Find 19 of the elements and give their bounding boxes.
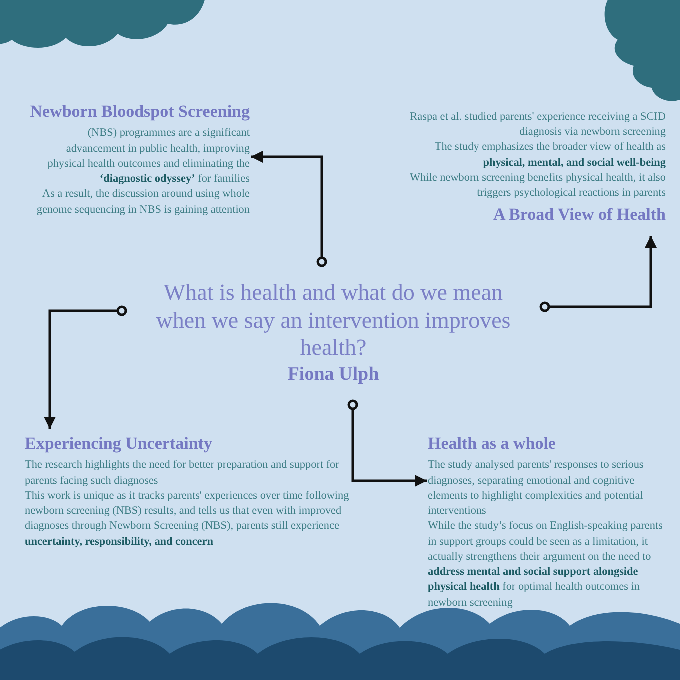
- paragraph: As a result, the discussion around using whole genome sequencing in NBS is gaining attention: [36, 187, 250, 218]
- paragraph: (NBS) programmes are a significant advancement in public health, improving physical health outcomes and eliminating the ‘diagnostic odyssey’ for families: [46, 126, 250, 188]
- arrow: [348, 400, 427, 487]
- heading: Experiencing Uncertainty: [25, 434, 214, 454]
- heading: Health as a whole: [428, 434, 557, 454]
- paragraph: The study emphasizes the broader view of health as physical, mental, and social well-being: [434, 140, 666, 171]
- paragraph: While newborn screening benefits physical health, it also triggers psychological reactions in parents: [409, 170, 666, 202]
- paragraph: The study analysed parents' responses to serious diagnoses, separating emotional and cognitive elements to highlight complexities and potential interventions: [428, 458, 645, 520]
- paragraph: This work is unique as it tracks parents' experiences over time following newborn screening (NBS) results, and tells us that even with improved diagnoses through Newborn Screening (NBS), parents still experience uncertainty, responsibility, and concern: [25, 488, 350, 550]
- question-text: What is health and what do we mean when we say an intervention improves health?: [155, 279, 512, 362]
- arrow: [251, 151, 328, 268]
- paragraph: While the study’s focus on English-speaking parents in support groups could be seen as a limitation, it actually strengthens their argument on the need to address mental and social support alongside physical health for optimal health outcomes in newborn screening: [428, 519, 664, 610]
- author-name: Fiona Ulph: [286, 364, 380, 386]
- heading: Newborn Bloodspot Screening: [30, 102, 250, 122]
- paragraph: Raspa et al. studied parents' experience receiving a SCID diagnosis via newborn screening: [409, 110, 666, 140]
- paragraph: The research highlights the need for better preparation and support for parents facing such diagnoses: [25, 458, 340, 489]
- heading: A Broad View of Health: [492, 205, 666, 226]
- arrow: [44, 306, 128, 429]
- arrow: [540, 236, 657, 312]
